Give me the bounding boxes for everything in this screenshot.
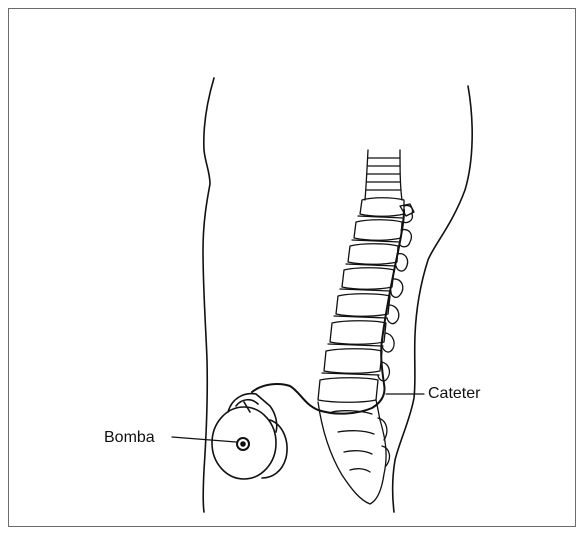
pump-label: Bomba (104, 430, 155, 446)
catheter-label: Cateter (428, 386, 480, 402)
body-outline-back (393, 86, 473, 512)
vertebral-column (318, 150, 414, 402)
pump-device (212, 394, 287, 479)
sacrum (318, 400, 389, 504)
bomba-leader-line (172, 437, 236, 442)
pump-port-inner (241, 442, 245, 446)
